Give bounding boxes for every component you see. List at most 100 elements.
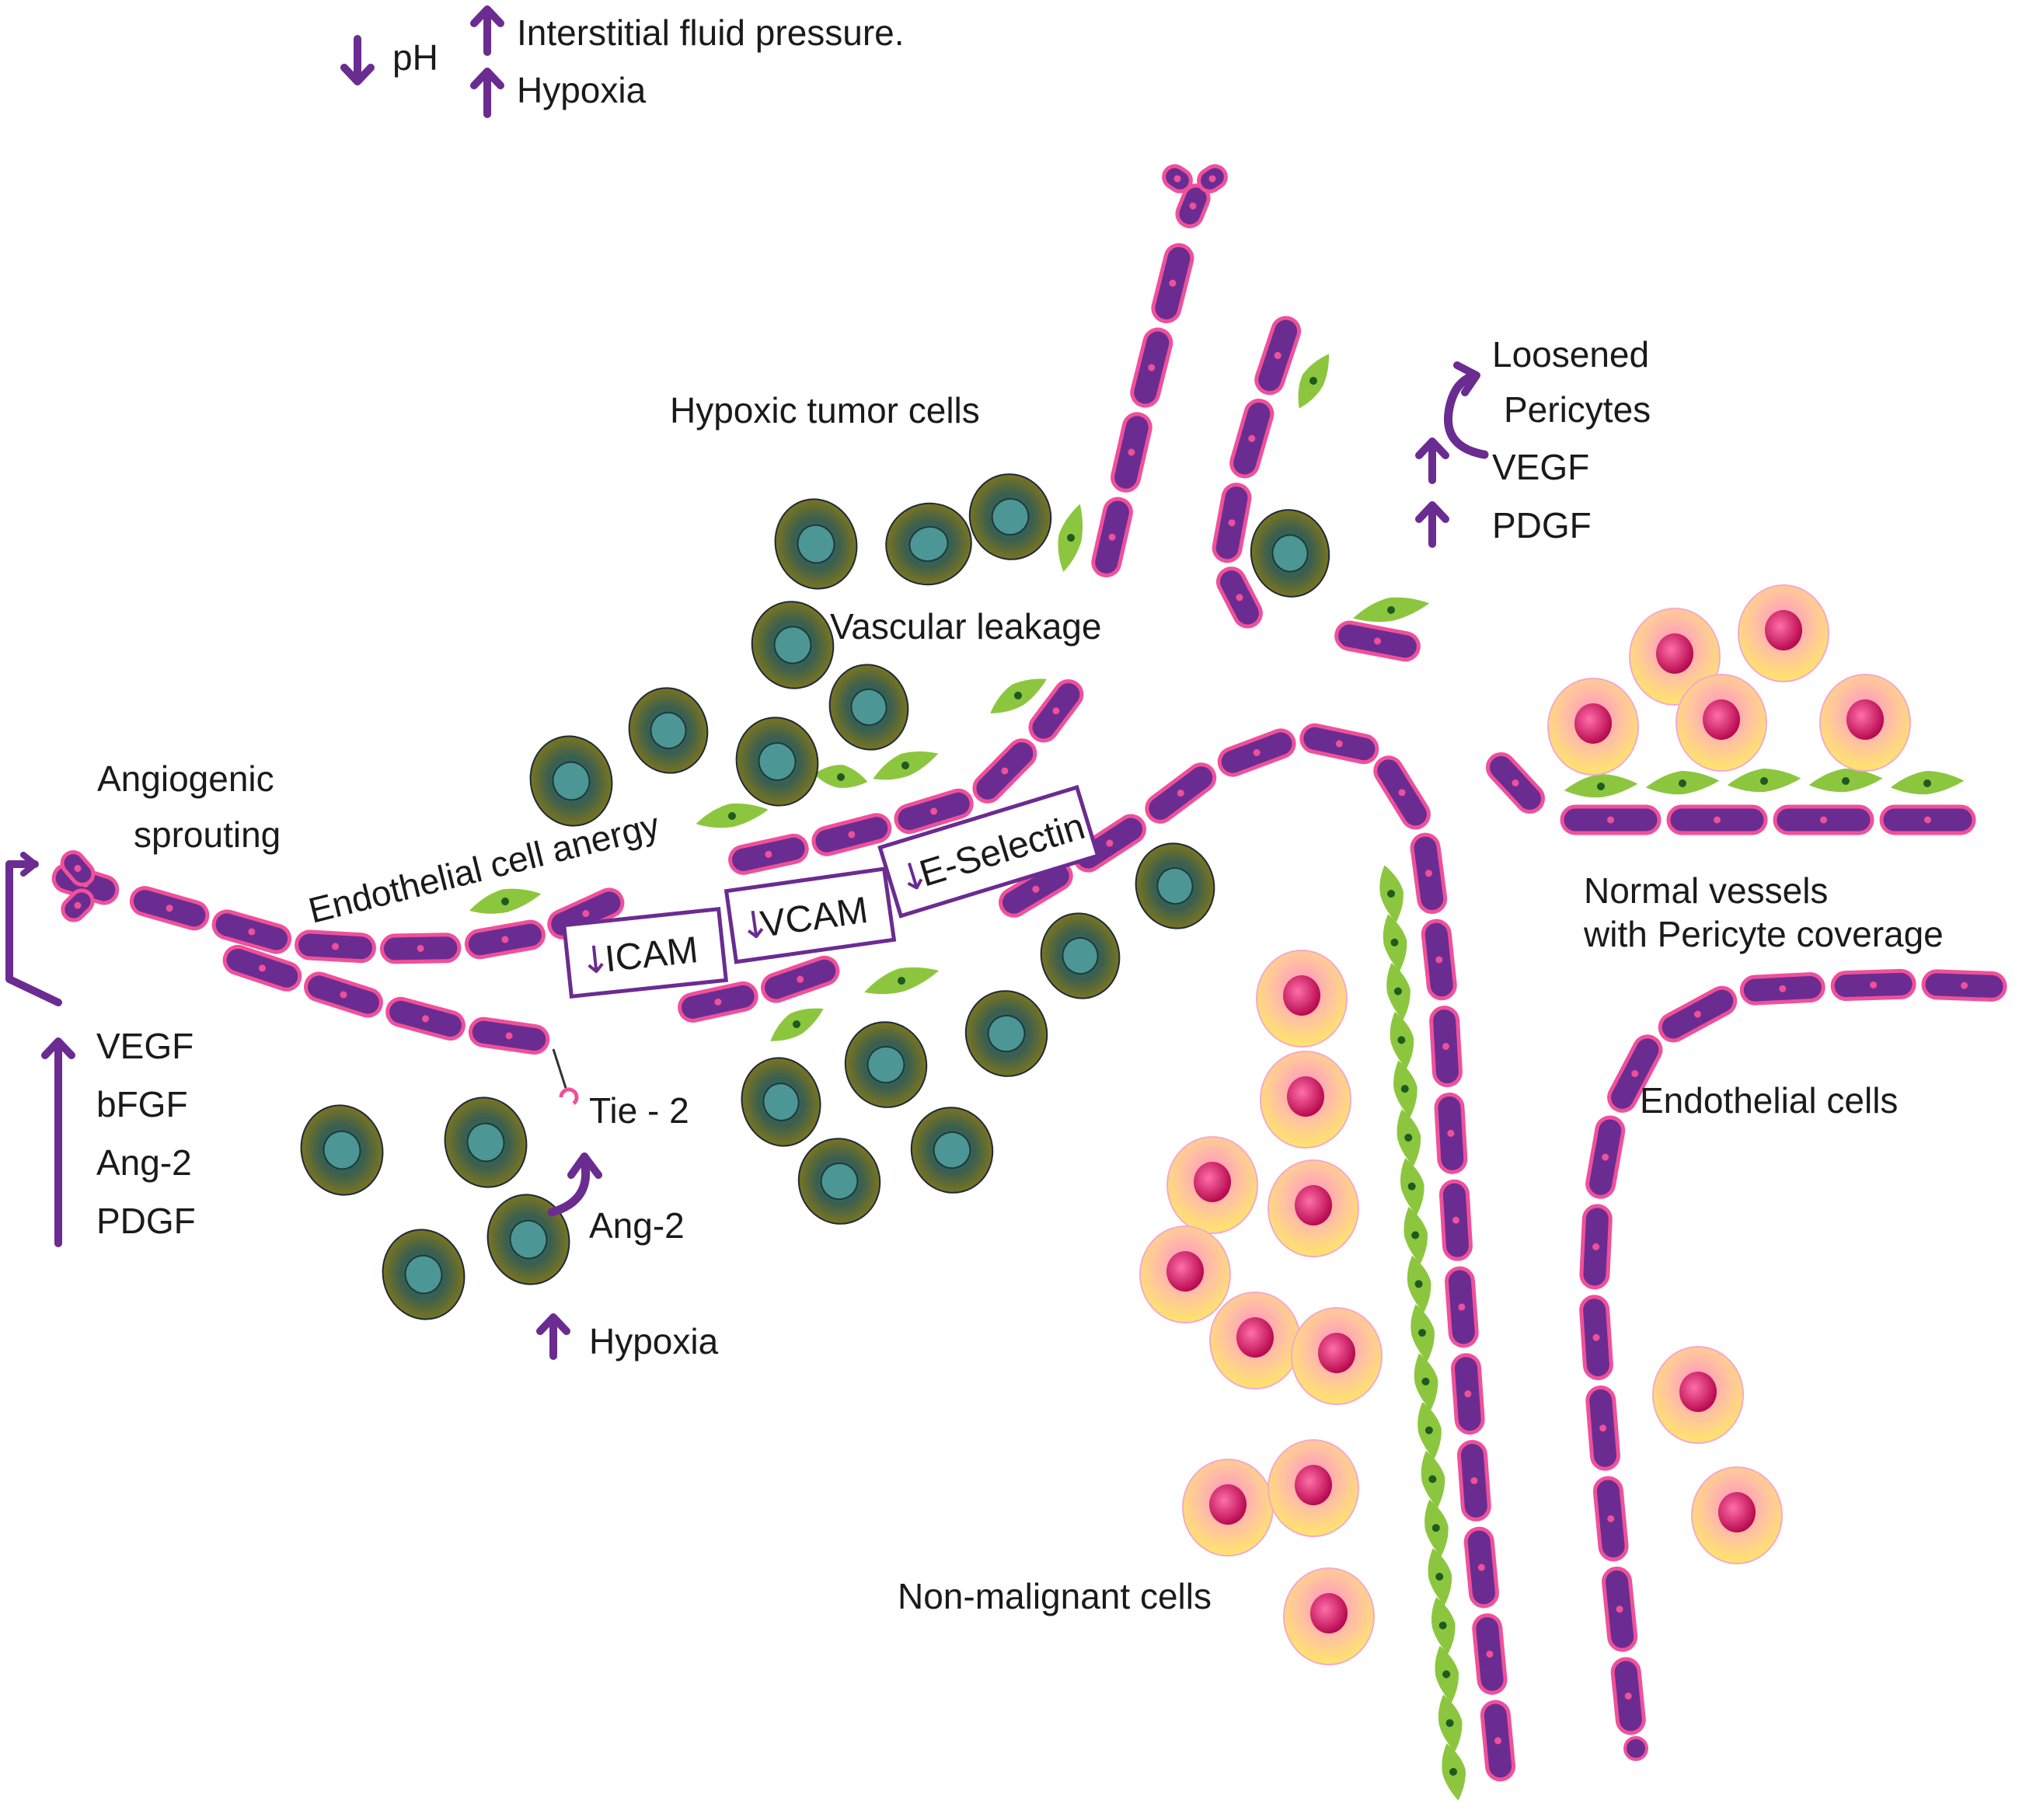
vessel-end [1623,1736,1648,1761]
endothelial-cell [1830,968,1916,1002]
pericyte [1404,1206,1428,1264]
endothelial-cell [60,850,96,887]
hypoxic-tumor-cell [529,735,613,827]
angiogenic-bent-arrow-icon [5,852,62,1006]
sprouting-label: sprouting [134,814,281,855]
pericyte [1428,1548,1452,1606]
pericyte [864,967,940,995]
endothelial-cell [761,955,840,1003]
endothelial-cell [1921,969,2007,1002]
non-malignant-cell [1166,1136,1258,1234]
vegf-right-label: VEGF [1492,447,1589,487]
endothelial-cell [1486,751,1545,814]
endothelial-cell [1438,1179,1473,1261]
non-malignant-cell [1256,950,1348,1048]
hypoxic-tumor-cell [735,716,819,807]
endothelial-cell [1130,327,1173,408]
non-malignant-cell [1209,1292,1301,1389]
endothelial-cell [1472,1613,1508,1695]
vegf-left-label: VEGF [96,1026,194,1066]
endothelial-cell [385,996,466,1041]
endothelial-cell [1215,567,1263,629]
bfgf-left-label: bFGF [96,1084,188,1124]
endothelial-cell [1421,919,1457,1001]
endothelial-vessel-layer [51,164,2007,1782]
endothelial-cell [1175,183,1211,228]
endothelial-cell [1579,1204,1613,1290]
endothelial-cell [1028,679,1084,743]
endothelial-cell [1456,1439,1491,1522]
pericyte [1058,504,1083,572]
interstitial-pressure-label: Interstitial fluid pressure. [517,12,905,53]
pericytes-label: Pericytes [1504,389,1651,430]
pericyte-coverage-label: with Pericyte coverage [1583,914,1944,954]
hypoxia-top-label: Hypoxia [517,70,647,110]
pericyte [1645,771,1720,795]
pericyte [1386,962,1411,1020]
curved-arrow-icon [547,1152,602,1217]
pericyte [1414,1353,1438,1410]
hypoxic-tumor-cell [774,498,858,590]
endothelial-cell [1602,1566,1638,1652]
down-arrow-icon: ↓ [736,901,773,949]
endothelial-cell [464,919,546,960]
endothelial-cells-label: Endothelial cells [1640,1080,1898,1121]
endothelial-cell [1212,483,1252,563]
endothelial-cell [1217,728,1296,777]
endothelial-cell [1145,762,1217,824]
hypoxic-tumor-cell [885,502,972,586]
endothelial-cell [1334,620,1421,662]
non-malignant-cell [1182,1459,1274,1557]
endothelial-cell [1162,164,1193,194]
pericyte-layer [469,354,1965,1801]
non-malignant-cell [1268,1439,1359,1537]
hypoxic-tumor-cell [968,473,1052,560]
hypoxic-tumor-cell [382,1229,466,1320]
non-malignant-cell [1676,674,1767,772]
hypoxic-tumor-cell [1250,509,1330,598]
non-malignant-cell [1260,1051,1351,1149]
pericyte [1435,1645,1459,1703]
endothelial-cell [1445,1266,1479,1348]
endothelial-cell [1410,832,1448,915]
pericyte [1727,769,1801,793]
endothelial-cell [1658,985,1738,1043]
endothelial-cell [1560,804,1662,835]
pericyte [990,678,1047,713]
up-arrow-icon [536,1313,570,1360]
down-arrow-icon: ↓ [577,937,613,984]
pericyte [770,1008,824,1041]
hypoxic-tumor-cell [300,1104,384,1196]
vascular-leakage-label: Vascular leakage [830,606,1101,647]
hypoxic-tumor-cell [1040,912,1121,999]
pericyte [873,751,939,780]
pericyte [1431,1597,1456,1654]
endothelial-cell [1773,804,1874,835]
endothelial-cell [1579,1295,1613,1381]
endothelial-cell [1463,1526,1499,1609]
endothelial-cell [894,788,974,835]
non-malignant-cell [1691,1466,1783,1564]
pericyte [1890,771,1965,795]
hypoxic-tumor-cell [444,1097,528,1188]
endothelial-cell [1585,1385,1620,1471]
endothelial-cell [1585,1115,1626,1199]
pericyte [469,888,542,914]
endothelial-cell [468,1016,550,1055]
endothelial-cell [1739,972,1825,1006]
up-arrow-icon [1415,438,1449,484]
endothelial-cell [972,738,1037,804]
hypoxic-tumor-cell [828,664,909,751]
pericyte [1424,1499,1449,1557]
pericyte [1379,865,1404,922]
endothelial-cell [304,971,383,1018]
hypoxic-tumor-cell [751,601,835,689]
pericyte [1390,1011,1414,1069]
endothelial-cell [1610,1657,1646,1735]
endothelial-cell [1592,1476,1629,1562]
icam-label: ICAM [603,929,700,980]
pericyte [814,765,868,788]
endothelial-cell [1373,755,1431,830]
hypoxic-tumor-cell [964,990,1048,1077]
